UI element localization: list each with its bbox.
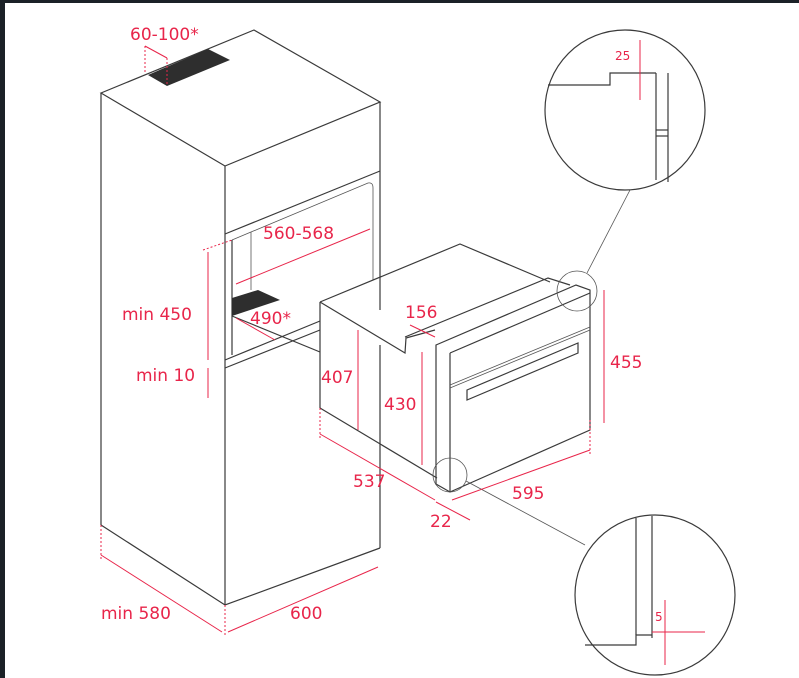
dimension-labels: 60-100* 560-568 min 450 490* min 10 min …: [101, 25, 663, 624]
label-detail-top: 25: [615, 49, 630, 63]
niche-vent-slot: [232, 290, 280, 316]
label-oven-notch: 156: [405, 303, 437, 323]
label-oven-depth: 537: [353, 472, 385, 492]
label-front-thickness: 22: [430, 512, 452, 532]
label-cabinet-depth: min 580: [101, 604, 171, 624]
label-detail-bottom: 5: [655, 610, 663, 624]
cabinet: [99, 29, 382, 606]
label-cabinet-width: 600: [290, 604, 322, 624]
label-vent-depth: 490*: [250, 309, 291, 329]
label-oven-front-height: 455: [610, 353, 642, 373]
label-oven-inner-height: 430: [384, 395, 416, 415]
detail-callouts: [432, 29, 736, 676]
label-vent-top: 60-100*: [130, 25, 199, 45]
label-gap-min: min 10: [136, 366, 195, 386]
oven: [319, 243, 591, 493]
label-niche-width: 560-568: [263, 224, 334, 244]
label-oven-width: 595: [512, 484, 544, 504]
label-oven-body-height: 407: [321, 368, 353, 388]
dimension-lines: [100, 45, 605, 637]
label-niche-height: min 450: [122, 305, 192, 325]
diagram-background: [5, 3, 799, 678]
top-vent-slot: [148, 49, 230, 86]
